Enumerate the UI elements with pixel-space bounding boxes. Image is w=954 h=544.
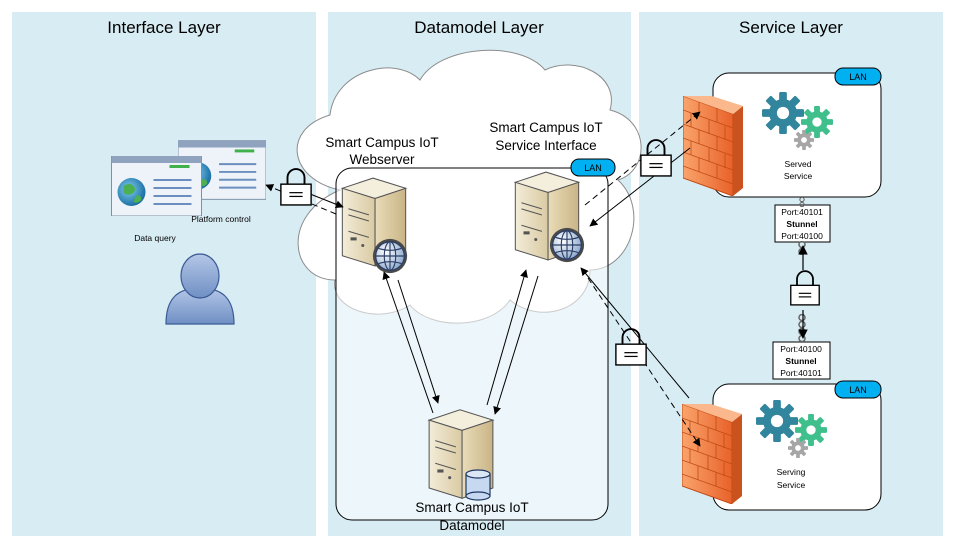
data-query-label: Data query: [134, 233, 176, 243]
datamodel-layer-title: Datamodel Layer: [414, 18, 544, 37]
svg-text:Port:40100: Port:40100: [781, 231, 823, 241]
database-icon: [465, 469, 491, 501]
serving-service-label: Serving: [777, 467, 806, 477]
arrow-datamodel-to-service-interface: [486, 269, 528, 406]
datamodel-lan-badge: [570, 158, 616, 177]
service-interface-label: Smart Campus IoT: [489, 120, 602, 135]
svg-text:Port:40101: Port:40101: [781, 207, 823, 217]
service-layer-title: Service Layer: [739, 18, 843, 37]
arrow-webserver-to-datamodel: [397, 279, 440, 404]
svg-text:Service Interface: Service Interface: [495, 138, 596, 153]
served-firewall-icon: [683, 96, 743, 196]
arrow-datamodel-to-webserver: [382, 271, 434, 414]
datamodel-label: Smart Campus IoT: [415, 500, 528, 515]
svg-text:Stunnel: Stunnel: [786, 219, 817, 229]
stunnel-bottom: Port:40100 Stunnel Port:40101: [772, 341, 831, 380]
svg-text:Port:40101: Port:40101: [780, 368, 822, 378]
arrow-serving-to-service-interface: [580, 267, 690, 399]
arrow-served-to-service-interface: [589, 147, 691, 227]
stunnel-top: Port:40101 Stunnel Port:40100: [774, 204, 831, 243]
svg-text:Datamodel: Datamodel: [439, 518, 504, 533]
svg-text:Stunnel: Stunnel: [785, 356, 816, 366]
webserver-globe-icon: [372, 238, 408, 274]
interface-layer-title: Interface Layer: [107, 18, 221, 37]
interface-layer-panel: [12, 12, 316, 536]
svg-text:LAN: LAN: [849, 72, 867, 82]
svg-text:Port:40100: Port:40100: [780, 344, 822, 354]
user-icon: [165, 253, 235, 325]
service-interface-globe-icon: [549, 227, 585, 263]
arrow-webserver-to-interface: [265, 184, 337, 215]
svg-text:Webserver: Webserver: [349, 152, 415, 167]
svg-text:Service: Service: [784, 171, 813, 181]
svg-text:LAN: LAN: [849, 385, 867, 395]
svg-text:LAN: LAN: [584, 163, 602, 173]
arrow-service-interface-to-datamodel: [493, 275, 539, 415]
webserver-label: Smart Campus IoT: [325, 135, 438, 150]
served-lan-badge: [834, 67, 882, 86]
data-query-window-icon: [111, 156, 202, 216]
svg-text:Service: Service: [777, 480, 806, 490]
serving-lan-badge: [834, 380, 882, 399]
platform-control-label: Platform control: [191, 214, 251, 224]
served-service-label: Served: [785, 159, 812, 169]
serving-firewall-icon: [682, 404, 742, 504]
